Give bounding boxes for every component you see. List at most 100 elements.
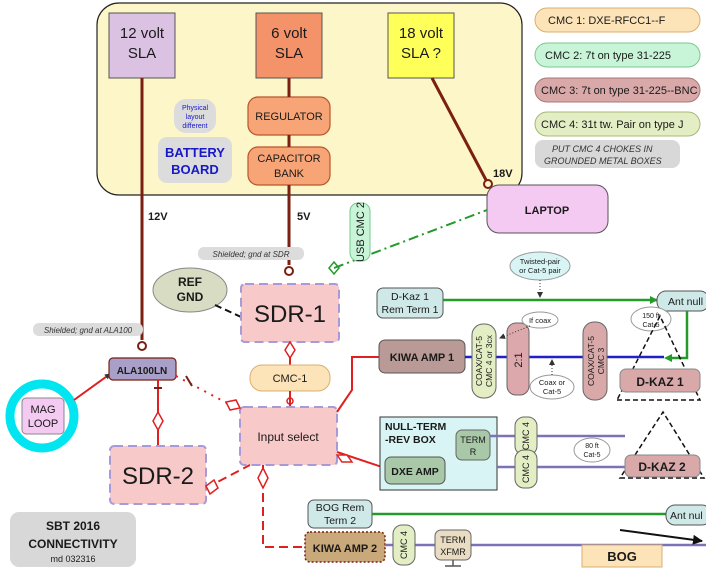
battery-12v	[108, 12, 176, 79]
term-r	[455, 429, 491, 461]
null-term-line1: NULL-TERM	[385, 421, 446, 433]
battery-6v-line2: SLA	[275, 45, 303, 62]
cmc4-box-2-label: CMC 4	[521, 455, 531, 483]
ref-gnd-line2: GND	[177, 290, 204, 304]
ala-break	[185, 375, 193, 387]
term-xfmr-line1: TERM	[440, 535, 466, 545]
label-5v: 5V	[297, 211, 311, 223]
dkaz-2-label: D-KAZ 2	[638, 460, 686, 474]
twisted-pair-line2: or Cat-5 pair	[519, 266, 561, 275]
bog	[581, 544, 663, 568]
legend-note-line2: GROUNDED METAL BOXES	[544, 156, 662, 166]
connector-5v	[284, 266, 294, 276]
cmc4-box-2	[514, 449, 538, 489]
capacitor-bank-line2: BANK	[274, 168, 305, 180]
coax-cmc3-line1: COAX/CAT-5	[586, 336, 596, 386]
coax-cmc4-line2: CMC 4 or 3cx	[484, 334, 494, 387]
dkaz-1-label: D-KAZ 1	[636, 375, 684, 389]
laptop	[486, 184, 609, 234]
legend-cmc1-text: CMC 1: DXE-RFCC1--F	[548, 15, 666, 27]
capacitor-bank-line1: CAPACITOR	[257, 153, 320, 165]
wire-antnull-dkaz1	[672, 311, 689, 360]
legend-cmc1	[534, 7, 701, 33]
coax-cmc3-line2: CMC 3	[596, 348, 606, 375]
bog-rem-line2: Term 2	[324, 515, 356, 527]
dxe-amp	[384, 456, 446, 485]
sdr2-diamond	[205, 478, 219, 496]
dkaz-1-triangle	[615, 314, 702, 401]
wire-mag-ala	[73, 373, 111, 401]
sdr-2	[109, 445, 207, 505]
input-select	[239, 406, 338, 466]
kiwa-amp-2-label: KIWA AMP 2	[313, 543, 377, 555]
twisted-pair-line1: Twisted-pair	[520, 257, 561, 266]
label-12v: 12V	[148, 211, 168, 223]
connector-18v	[483, 179, 493, 189]
cmc4-box-3-label: CMC 4	[399, 531, 409, 559]
legend-cmc4-text: CMC 4: 31t tw. Pair on type J	[541, 119, 683, 131]
input-select-label: Input select	[257, 430, 319, 444]
legend-cmc3-text: CMC 3: 7t on type 31-225--BNC	[541, 85, 698, 97]
dkaz-rem-line1: D-Kaz 1	[391, 291, 429, 303]
physical-layout-line1: Physical	[182, 105, 209, 112]
sdr-1-label: SDR-1	[254, 301, 326, 328]
connectors	[137, 179, 493, 351]
coax-or-cat5-line2: Cat-5	[543, 387, 561, 396]
wire-18v	[430, 77, 488, 181]
shielded-ala-note	[33, 323, 143, 336]
ala100ln	[108, 357, 177, 381]
coax-or-cat5-line1: Coax or	[539, 378, 566, 387]
ant-null-2-label: Ant nul	[670, 510, 703, 522]
mag-loop-line2: LOOP	[28, 418, 59, 430]
battery-18v-line2: SLA ?	[401, 45, 441, 62]
if-coax-note	[521, 311, 559, 329]
bog-rem-line1: BOG Rem	[316, 502, 365, 514]
battery-board-label-line1: BATTERY	[165, 145, 225, 160]
connector-12v	[137, 341, 147, 351]
term-r-line2: R	[470, 447, 477, 457]
physical-layout-line3: different	[182, 123, 207, 130]
cable-80ft	[573, 437, 611, 463]
cmc-1-label: CMC-1	[273, 373, 308, 385]
if-coax-label: If coax	[529, 316, 551, 325]
label-18v: 18V	[493, 168, 513, 180]
regulator-label: REGULATOR	[255, 111, 322, 123]
cable-150ft-line2: Cat-5	[642, 322, 659, 329]
cmc4-box-3	[392, 524, 416, 566]
wire-input-kiwa2	[262, 465, 305, 548]
ala100ln-label: ALA100LN	[117, 366, 168, 377]
ant-null-1	[656, 290, 706, 312]
dxe-amp-label: DXE AMP	[391, 466, 438, 478]
sbt-line1: SBT 2016	[46, 519, 100, 533]
sbt-title-box	[10, 512, 136, 567]
battery-6v	[255, 12, 323, 79]
transformer-label: 2:1	[513, 352, 525, 367]
input-diamond-bottom	[257, 466, 269, 490]
battery-18v	[387, 12, 455, 79]
shielded-sdr-note	[198, 247, 304, 260]
legend-cmc3	[534, 77, 701, 103]
coax-cat5-cmc4	[471, 323, 497, 399]
input-diamond-right	[335, 454, 354, 463]
dkaz-rem-line2: Rem Term 1	[382, 304, 439, 316]
ref-gnd	[152, 267, 228, 313]
legend-cmc2-text: CMC 2: 7t on type 31-225	[545, 50, 671, 62]
kiwa-amp-2	[304, 531, 386, 563]
mag-loop-ring	[5, 379, 79, 453]
coax-cmc4-line1: COAX/CAT-5	[474, 336, 484, 386]
shielded-ala-text: Shielded; gnd at ALA100	[44, 326, 133, 335]
ground-icon	[445, 560, 461, 567]
legend: CMC 1: DXE-RFCC1--F CMC 2: 7t on type 31…	[534, 7, 701, 168]
usb-cmc2-label: USB CMC 2	[355, 202, 367, 262]
mag-loop-line1: MAG	[30, 404, 55, 416]
mag-loop	[21, 397, 65, 435]
ref-gnd-line1: REF	[178, 275, 202, 289]
physical-layout-line2: layout	[186, 114, 205, 121]
black-arrow-bog	[619, 529, 703, 545]
cable-150ft	[630, 306, 672, 332]
kiwa-amp-1-label: KIWA AMP 1	[390, 352, 454, 364]
legend-note-line1: PUT CMC 4 CHOKES IN	[552, 144, 653, 154]
dkaz-2-triangle	[618, 410, 706, 479]
battery-board: BATTERY BOARD Physical layout different …	[96, 2, 523, 196]
